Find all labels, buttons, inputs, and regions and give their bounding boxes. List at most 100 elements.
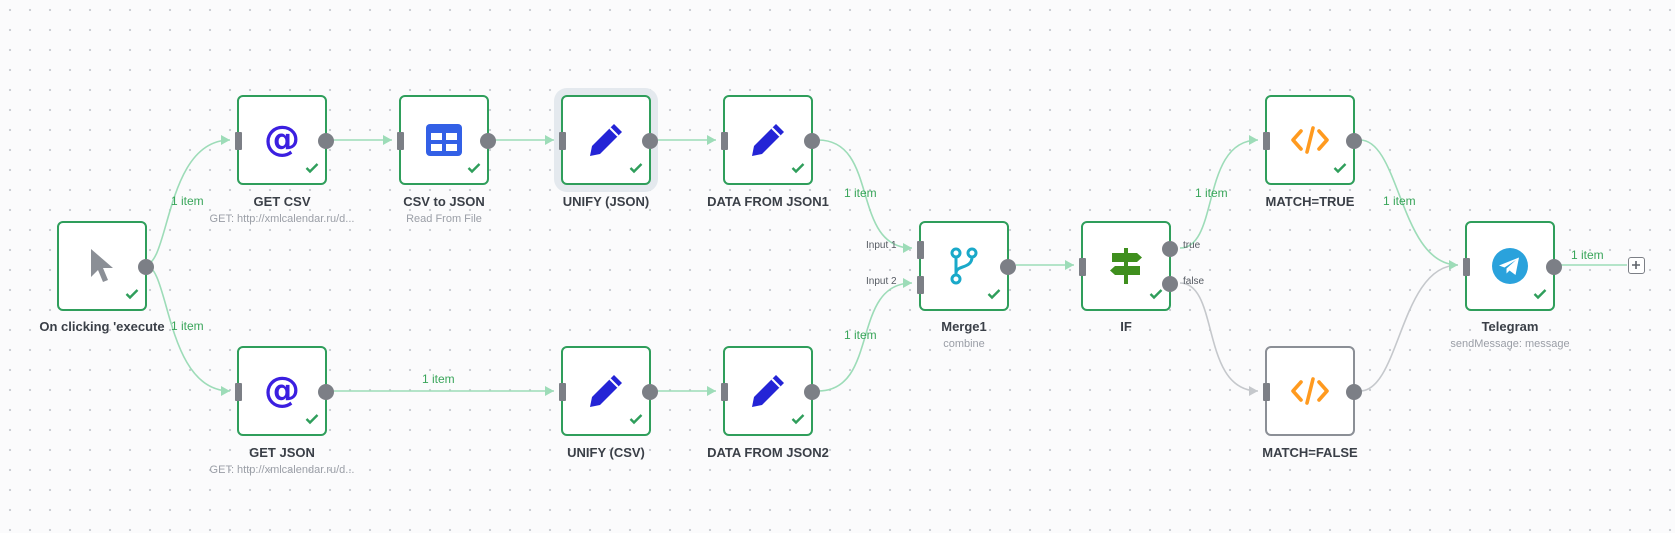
node-label-unify-csv: UNIFY (CSV) — [567, 445, 645, 460]
node-label-telegram: Telegram — [1481, 319, 1539, 334]
node-label-if: IF — [1120, 319, 1132, 334]
success-check-icon — [629, 161, 643, 179]
node-get-json[interactable]: @ — [235, 346, 334, 436]
input-handle[interactable] — [235, 383, 242, 401]
svg-text:@: @ — [264, 120, 300, 160]
node-manual-trigger[interactable] — [57, 221, 154, 311]
output-handle[interactable] — [1346, 133, 1362, 149]
spreadsheet-icon — [426, 124, 462, 156]
code-icon — [1290, 376, 1330, 406]
node-label-match-false: MATCH=FALSE — [1262, 445, 1358, 460]
at-icon: @ — [262, 371, 302, 411]
pencil-icon — [749, 121, 787, 159]
node-unify-json[interactable] — [559, 95, 658, 185]
output-handle[interactable] — [642, 384, 658, 400]
arrowheads — [221, 135, 1458, 396]
node-unify-csv[interactable] — [559, 346, 658, 436]
output-handle[interactable] — [1000, 259, 1016, 275]
input-handle[interactable] — [559, 383, 566, 401]
output-handle[interactable] — [1346, 384, 1362, 400]
node-telegram[interactable] — [1463, 221, 1562, 311]
node-get-csv[interactable]: @ — [235, 95, 334, 185]
node-label-get-csv: GET CSV — [253, 194, 311, 209]
output-handle[interactable] — [318, 384, 334, 400]
edge-if-true-match-true[interactable] — [1179, 139, 1259, 249]
node-label-csv-to-json: CSV to JSON — [403, 194, 485, 209]
edge-data-json2-merge[interactable] — [817, 282, 913, 392]
node-match-false[interactable] — [1263, 346, 1362, 436]
input-handle[interactable] — [397, 132, 404, 150]
success-check-icon — [987, 287, 1001, 305]
output-handle[interactable] — [1546, 259, 1562, 275]
input-handle[interactable] — [559, 132, 566, 150]
success-check-icon — [305, 161, 319, 179]
port-label-false: false — [1183, 276, 1205, 287]
node-subtitle-get-csv: GET: http://xmlcalendar.ru/d... — [209, 213, 355, 225]
success-check-icon — [467, 161, 481, 179]
node-subtitle-csv-to-json: Read From File — [406, 213, 482, 225]
node-merge1[interactable] — [917, 221, 1016, 311]
input-handle[interactable] — [1079, 258, 1086, 276]
node-match-true[interactable] — [1263, 95, 1362, 185]
edge-label-trigger-get-json: 1 item — [171, 319, 204, 333]
edge-trigger-get-csv[interactable] — [144, 139, 231, 266]
node-label-get-json: GET JSON — [249, 445, 315, 460]
output-handle-true[interactable] — [1162, 241, 1178, 257]
edge-label-if-true: 1 item — [1195, 186, 1228, 200]
svg-text:@: @ — [264, 371, 300, 411]
telegram-icon — [1491, 247, 1529, 285]
success-check-icon — [1333, 161, 1347, 179]
edge-data-json1-merge[interactable] — [817, 139, 913, 249]
cursor-icon — [87, 247, 117, 285]
node-data-from-json1[interactable] — [721, 95, 820, 185]
edge-label-get-json-unify-csv: 1 item — [422, 372, 455, 386]
input-handle[interactable] — [721, 383, 728, 401]
success-check-icon — [125, 287, 139, 305]
edge-label-telegram-out: 1 item — [1571, 248, 1604, 262]
at-icon: @ — [262, 120, 302, 160]
node-label-unify-json: UNIFY (JSON) — [562, 194, 650, 209]
output-handle[interactable] — [480, 133, 496, 149]
output-handle[interactable] — [138, 259, 154, 275]
output-handle[interactable] — [318, 133, 334, 149]
edge-if-false-match-false[interactable] — [1179, 282, 1259, 392]
edge-label-json1-merge: 1 item — [844, 186, 877, 200]
node-label-merge1: Merge1 — [941, 319, 987, 334]
add-node-button[interactable] — [1628, 257, 1645, 274]
node-label-data-from-json1: DATA FROM JSON1 — [707, 194, 829, 209]
merge-icon — [948, 247, 980, 285]
edge-match-true-telegram[interactable] — [1359, 139, 1459, 266]
port-label-input1: Input 1 — [866, 240, 897, 251]
node-if[interactable] — [1079, 221, 1178, 311]
pencil-icon — [749, 372, 787, 410]
output-handle-false[interactable] — [1162, 276, 1178, 292]
input-handle-2[interactable] — [917, 276, 924, 294]
input-handle[interactable] — [721, 132, 728, 150]
output-handle[interactable] — [804, 133, 820, 149]
input-handle[interactable] — [1263, 132, 1270, 150]
plus-icon — [1632, 261, 1640, 269]
output-handle[interactable] — [642, 133, 658, 149]
input-handle[interactable] — [235, 132, 242, 150]
signpost-icon — [1107, 246, 1145, 286]
edge-match-false-telegram[interactable] — [1359, 264, 1459, 392]
success-check-icon — [791, 412, 805, 430]
input-handle[interactable] — [1463, 258, 1470, 276]
edge-label-trigger-get-csv: 1 item — [171, 194, 204, 208]
output-handle[interactable] — [804, 384, 820, 400]
node-label-manual-trigger: On clicking 'execute — [39, 319, 165, 334]
node-label-data-from-json2: DATA FROM JSON2 — [707, 445, 829, 460]
edge-label-match-true-telegram: 1 item — [1383, 194, 1416, 208]
port-label-input2: Input 2 — [866, 276, 897, 287]
edge-label-json2-merge: 1 item — [844, 328, 877, 342]
port-label-true: true — [1183, 240, 1201, 251]
code-icon — [1290, 125, 1330, 155]
input-handle-1[interactable] — [917, 241, 924, 259]
pencil-icon — [587, 372, 625, 410]
node-subtitle-telegram: sendMessage: message — [1450, 338, 1570, 350]
input-handle[interactable] — [1263, 383, 1270, 401]
node-data-from-json2[interactable] — [721, 346, 820, 436]
node-csv-to-json[interactable] — [397, 95, 496, 185]
